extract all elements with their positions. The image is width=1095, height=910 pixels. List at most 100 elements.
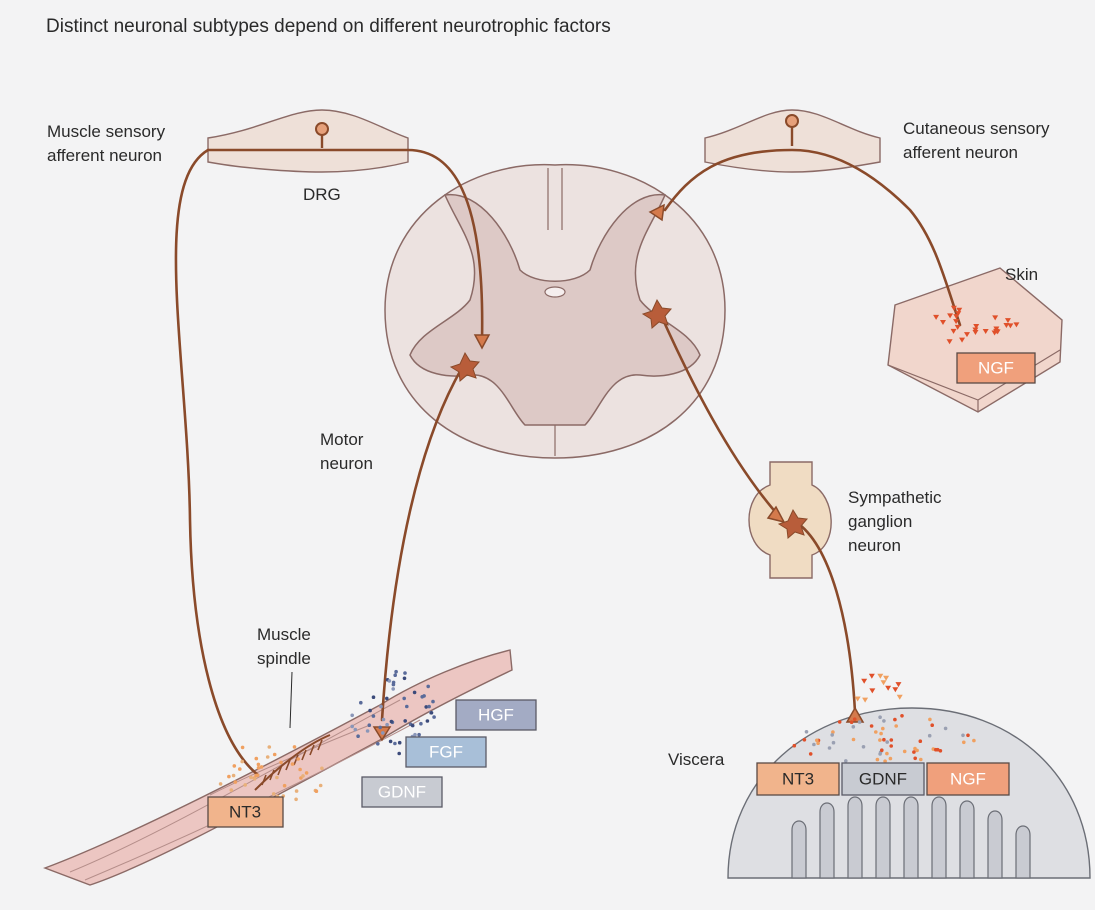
viscera-factor-dot	[880, 748, 884, 752]
viscera-factor-dot	[893, 718, 897, 722]
viscera-factor-dot	[934, 748, 938, 752]
viscera-factor-dot	[852, 725, 856, 729]
label-cutaneous-2: afferent neuron	[903, 143, 1018, 162]
muscle-factor-dot	[398, 741, 402, 745]
nt3-dot	[227, 775, 231, 779]
viscera-factor-dot	[894, 724, 898, 728]
spinal-cord	[385, 165, 725, 458]
muscle-factor-dot	[394, 670, 398, 674]
muscle-factor-dot	[431, 700, 435, 704]
label-motor-1: Motor	[320, 430, 364, 449]
nt3-dot	[320, 767, 324, 771]
drg-left-shape	[208, 110, 408, 172]
viscera-factor-dot	[939, 749, 943, 753]
viscera-ngf-dot	[877, 674, 883, 679]
viscera-ngf-dot	[895, 682, 901, 687]
nt3-dot	[294, 798, 298, 802]
viscera-factor-dot	[878, 738, 882, 742]
viscera-factor-dot	[889, 744, 893, 748]
viscera-factor-dot	[828, 746, 832, 750]
muscle-factor-dot	[359, 701, 363, 705]
gdnf-muscle-box: GDNF	[362, 777, 442, 807]
nt3-dot	[234, 780, 238, 784]
muscle-factor-dot	[392, 681, 396, 685]
nt3-dot	[249, 776, 253, 780]
muscle-factor-dot	[411, 724, 415, 728]
nt3-dot	[273, 753, 277, 757]
muscle-factor-dot	[432, 715, 436, 719]
muscle-factor-dot	[391, 687, 395, 691]
nt3-dot	[257, 763, 261, 767]
muscle-factor-dot	[368, 723, 372, 727]
fgf-label: FGF	[429, 743, 463, 762]
nt3-dot	[243, 783, 247, 787]
label-sympathetic-1: Sympathetic	[848, 488, 942, 507]
viscera-factor-dot	[882, 719, 886, 723]
hgf-label: HGF	[478, 706, 514, 725]
muscle-factor-dot	[427, 705, 431, 709]
viscera-factor-dot	[915, 749, 919, 753]
viscera-factor-dot	[805, 730, 809, 734]
muscle-factor-dot	[393, 673, 397, 677]
nt3-dot	[319, 784, 323, 788]
nt3-dot	[233, 764, 237, 768]
muscle-factor-dot	[393, 742, 397, 746]
muscle-factor-dot	[390, 720, 394, 724]
gdnf-viscera-box: GDNF	[842, 763, 924, 795]
drg-left-cell-body	[316, 123, 328, 135]
muscle-factor-dot	[397, 752, 401, 756]
muscle-factor-dot	[419, 722, 423, 726]
muscle-factor-dot	[372, 714, 376, 718]
nt3-dot	[291, 762, 295, 766]
muscle-factor-dot	[368, 709, 372, 713]
viscera-factor-dot	[881, 727, 885, 731]
label-sympathetic-2: ganglion	[848, 512, 912, 531]
nt3-dot	[232, 774, 236, 778]
viscera-factor-dot	[885, 752, 889, 756]
label-spindle-1: Muscle	[257, 625, 311, 644]
nt3-dot	[275, 776, 279, 780]
muscle-factor-dot	[376, 742, 380, 746]
nt3-dot	[272, 792, 276, 796]
viscera-ngf-dot	[869, 688, 875, 693]
muscle-factor-dot	[388, 679, 392, 683]
muscle-factor-dot	[372, 695, 376, 699]
spindle-leader-line	[290, 672, 292, 728]
muscle-factor-dot	[354, 728, 358, 732]
viscera-factor-dot	[844, 759, 848, 763]
nt3-dot	[268, 745, 272, 749]
muscle-factor-dot	[366, 729, 370, 733]
muscle-factor-dot	[356, 734, 360, 738]
nt3-dot	[241, 746, 245, 750]
viscera-factor-dot	[816, 741, 820, 745]
muscle-factor-dot	[350, 714, 354, 718]
viscera-factor-dot	[900, 714, 904, 718]
viscera-factor-dot	[912, 750, 916, 754]
nt3-dot	[301, 774, 305, 778]
nt3-dot	[296, 757, 300, 761]
label-cutaneous-1: Cutaneous sensory	[903, 119, 1050, 138]
viscera-factor-dot	[809, 752, 813, 756]
muscle-factor-dot	[413, 691, 417, 695]
label-motor-2: neuron	[320, 454, 373, 473]
muscle-factor-dot	[417, 733, 421, 737]
nt3-viscera-box: NT3	[757, 763, 839, 795]
viscera-factor-dot	[879, 732, 883, 736]
muscle-factor-dot	[403, 671, 407, 675]
ngf-viscera-box: NGF	[927, 763, 1009, 795]
viscera-factor-dot	[930, 723, 934, 727]
viscera-factor-dot	[890, 738, 894, 742]
label-viscera: Viscera	[668, 750, 725, 769]
nt3-dot	[266, 755, 270, 759]
nt3-dot	[283, 784, 287, 788]
nt3-dot	[295, 789, 299, 793]
muscle-factor-dot	[426, 685, 430, 689]
viscera-factor-dot	[889, 757, 893, 761]
fgf-box: FGF	[406, 737, 486, 767]
drg-left	[208, 110, 408, 172]
viscera-ngf-dot	[869, 674, 875, 679]
viscera-factor-dot	[852, 738, 856, 742]
gdnf-muscle-label: GDNF	[378, 783, 426, 802]
skin	[888, 268, 1062, 412]
